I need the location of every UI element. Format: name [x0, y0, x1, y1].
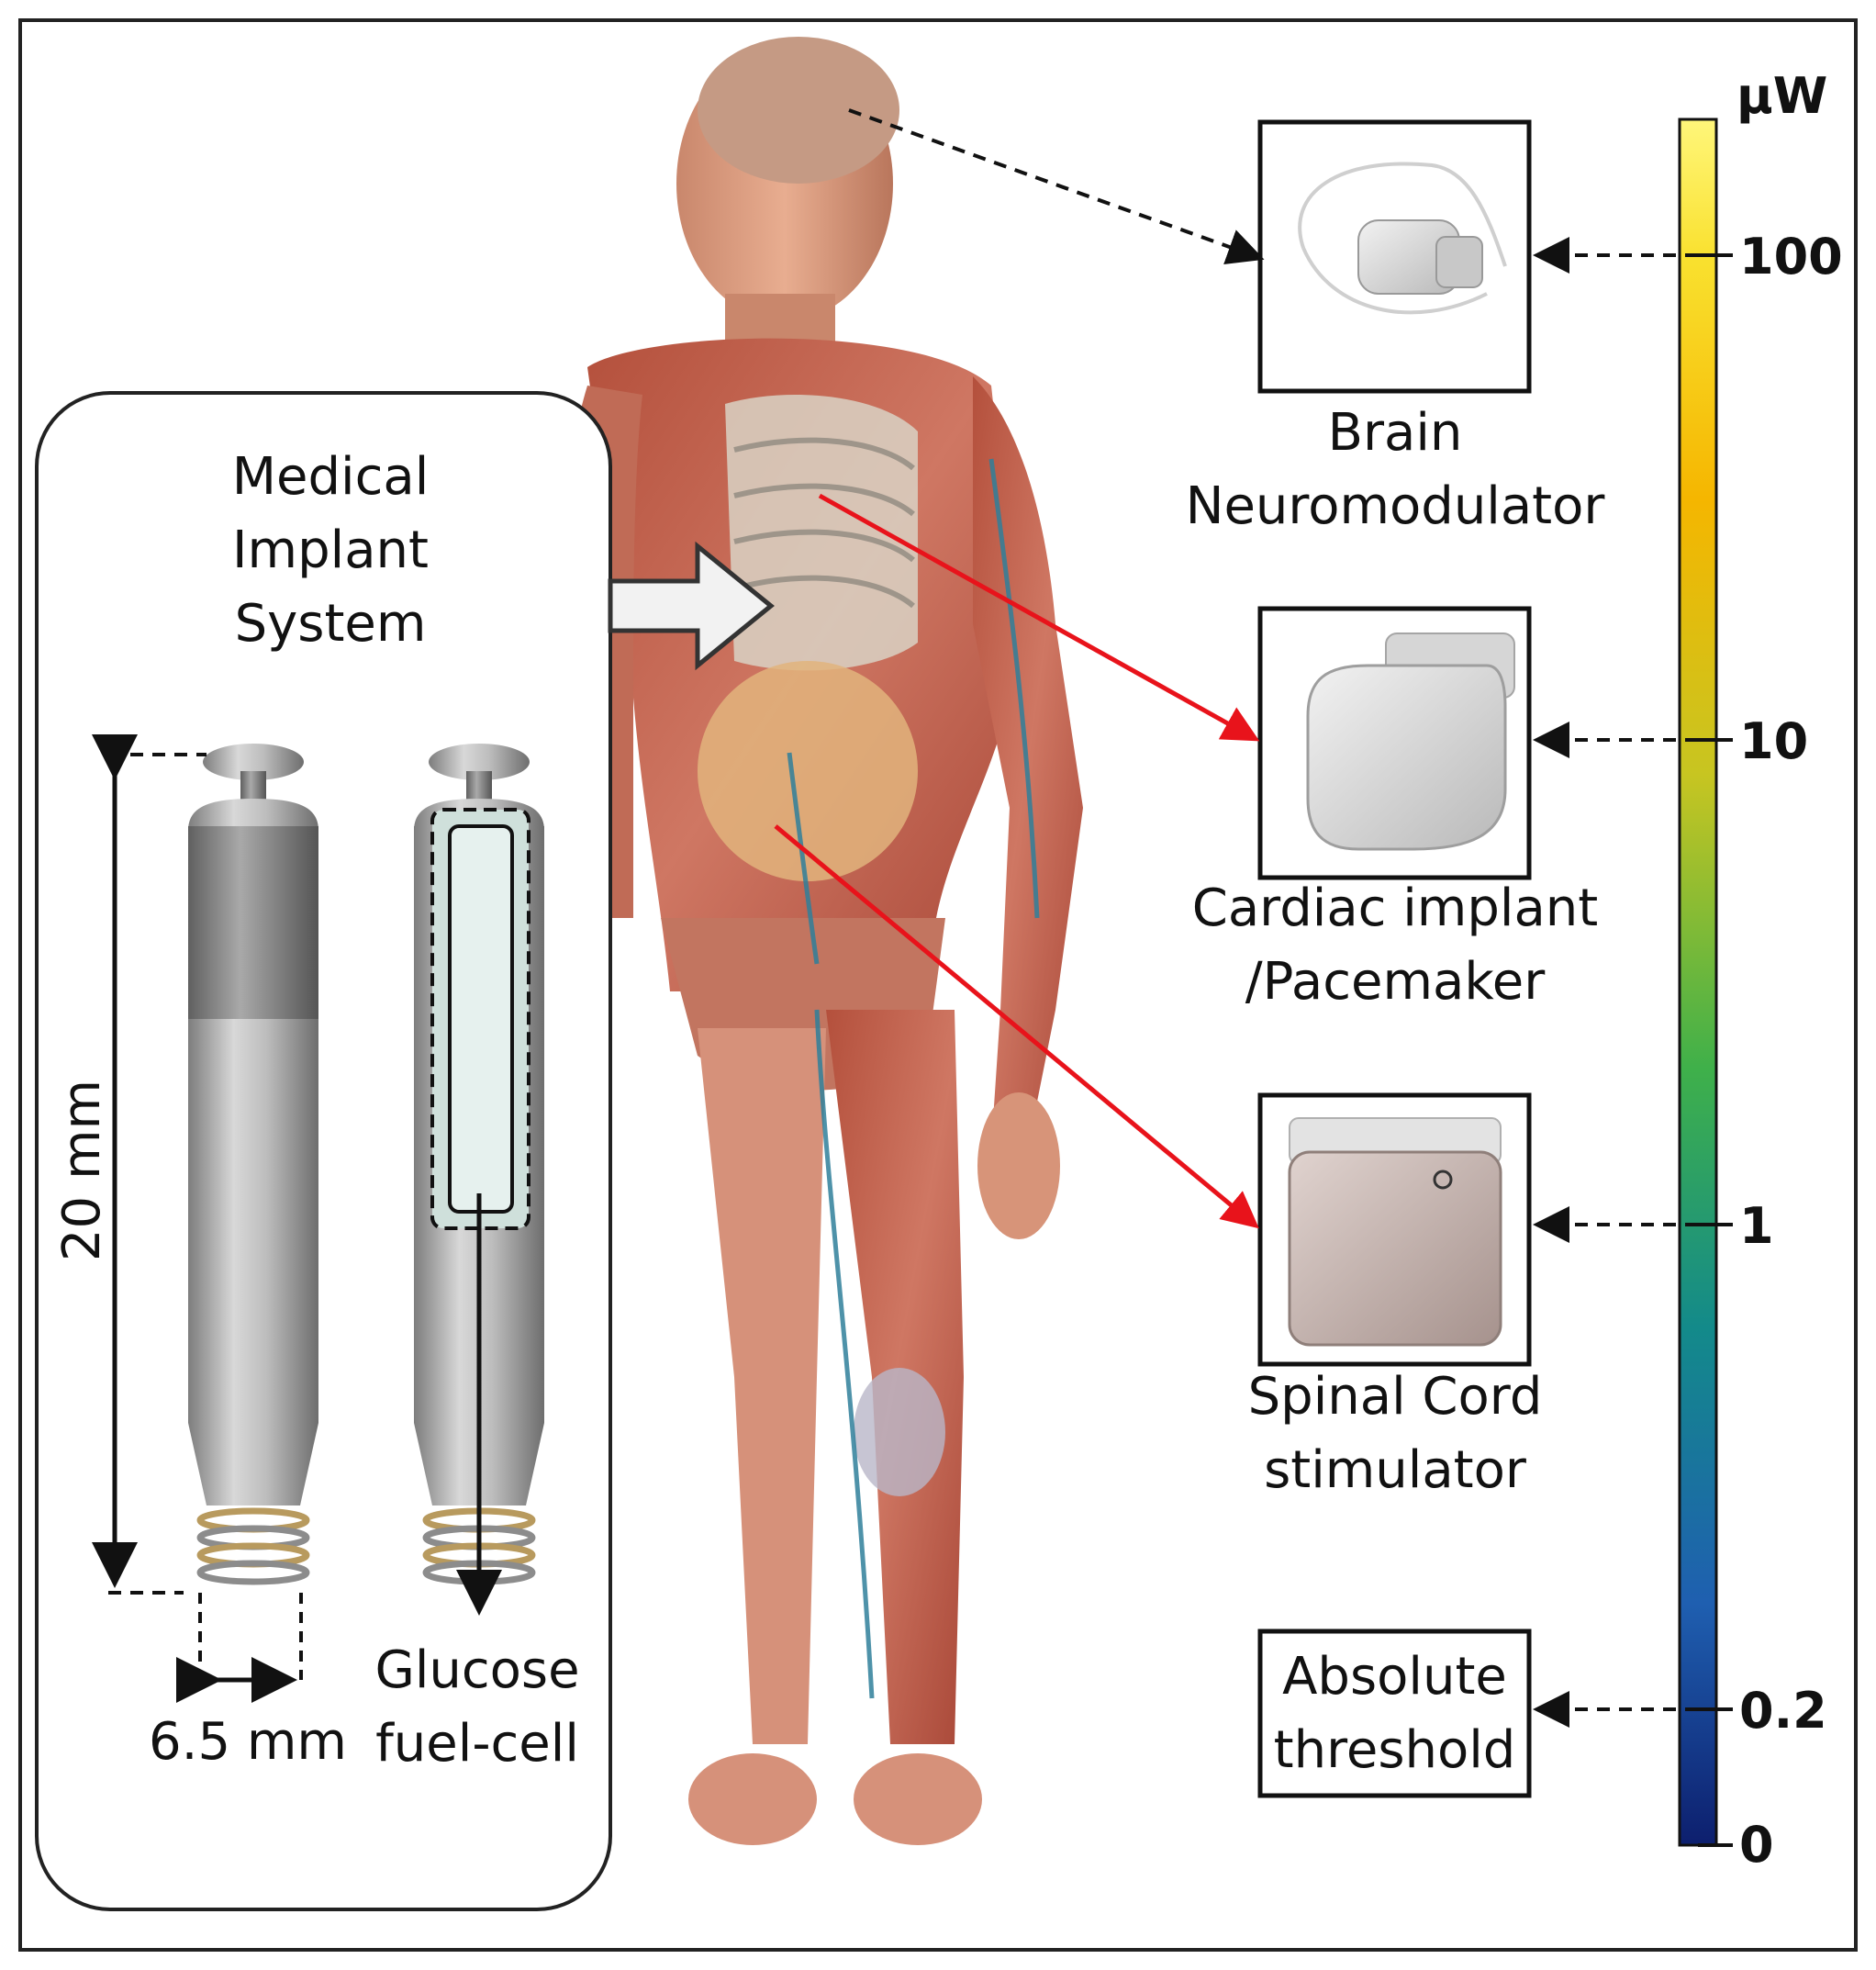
outer-frame [18, 18, 1858, 1952]
diameter-dimension [176, 1593, 303, 1703]
inset-title-line: Medical [231, 447, 430, 507]
colorbar-tick-label: 0.2 [1739, 1682, 1827, 1740]
device-label-line: stimulator [1264, 1440, 1526, 1500]
device-label-line: threshold [1273, 1720, 1516, 1780]
device-label-cardiac: Cardiac implant /Pacemaker [1156, 872, 1634, 1019]
colorbar-unit: μW [1736, 67, 1828, 125]
fuel-cell-label: Glucose fuel-cell [349, 1634, 606, 1781]
fuel-cell-label-line: fuel-cell [375, 1714, 579, 1774]
device-label-brain: Brain Neuromodulator [1156, 397, 1634, 543]
colorbar-ticks [1698, 253, 1733, 1847]
device-label-spinal: Spinal Cord stimulator [1156, 1360, 1634, 1507]
anatomy-body-illustration [559, 37, 1083, 1845]
cardiac-pointer-arrow [818, 493, 1260, 742]
device-level-arrows [1533, 237, 1698, 1728]
device-label-line: Spinal Cord [1247, 1367, 1543, 1427]
device-label-line: Cardiac implant [1191, 879, 1599, 938]
inset-title: Medical Implant System [138, 441, 523, 661]
power-colorbar [1678, 118, 1718, 1847]
length-label: 20 mm [52, 1079, 112, 1262]
fuel-cell-label-line: Glucose [374, 1640, 580, 1700]
device-label-line: Absolute [1282, 1647, 1507, 1707]
inset-title-line: System [234, 594, 427, 654]
device-box-brain [1257, 119, 1532, 394]
neuromodulator-icon [1298, 162, 1507, 315]
device-label-line: Brain [1327, 403, 1463, 463]
spinal-pointer-arrow [774, 824, 1259, 1229]
colorbar-tick-label: 10 [1739, 712, 1809, 770]
device-box-cardiac [1257, 606, 1532, 880]
device-label-line: Neuromodulator [1185, 476, 1605, 536]
device-box-spinal [1257, 1092, 1532, 1367]
device-label-line: /Pacemaker [1245, 952, 1546, 1012]
length-dimension [92, 734, 207, 1595]
colorbar-tick-label: 0 [1739, 1816, 1774, 1874]
pacemaker-icon [1306, 632, 1515, 851]
spinal-stimulator-icon [1288, 1117, 1502, 1347]
colorbar-tick-label: 1 [1739, 1197, 1774, 1255]
brain-pointer-arrow [848, 108, 1265, 264]
colorbar-tick-label: 100 [1739, 228, 1843, 285]
implant-capsule-cutaway [414, 744, 544, 1616]
diameter-label: 6.5 mm [149, 1712, 347, 1772]
inset-to-body-arrow [608, 541, 775, 671]
device-box-threshold [1257, 1629, 1532, 1798]
implant-capsule-full [188, 744, 318, 1585]
device-label-threshold: Absolute threshold [1260, 1640, 1529, 1787]
inset-title-line: Implant [232, 520, 429, 580]
